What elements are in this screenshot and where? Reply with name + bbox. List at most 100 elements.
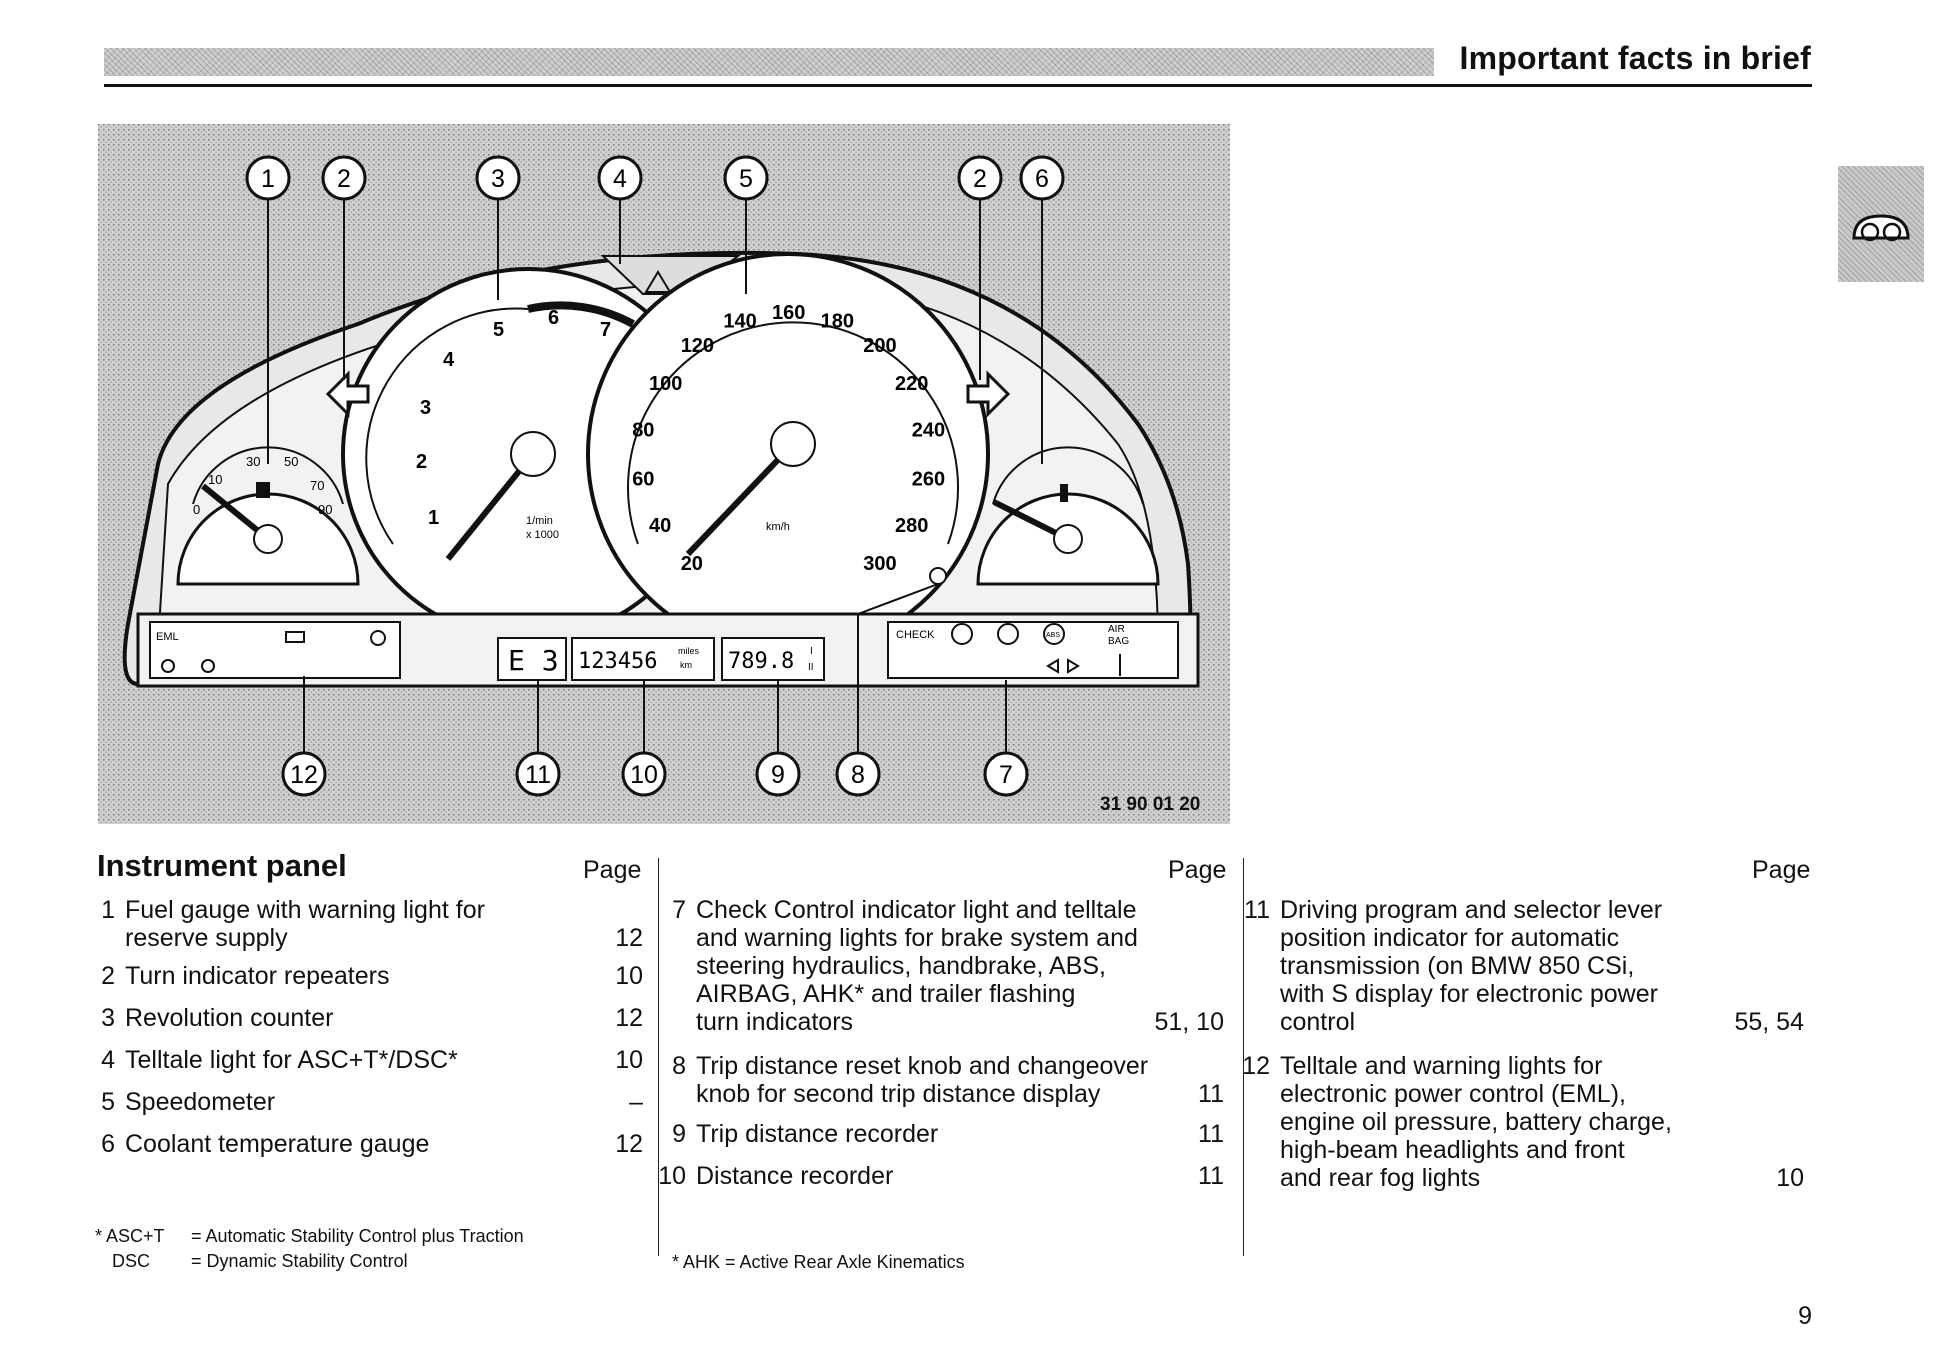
turn-indicator-left-icon xyxy=(325,370,370,418)
callout-circle-0 xyxy=(245,155,291,201)
callout-label-2: 3 xyxy=(491,165,505,193)
trip-reset-knob xyxy=(929,567,947,585)
legend-item-page: 10 xyxy=(1776,1164,1804,1192)
legend-item-text-line: reserve supply xyxy=(125,924,288,952)
brake-warning-icon xyxy=(951,623,973,645)
legend-item-number: 11 xyxy=(1244,896,1270,924)
tach-label-4: 4 xyxy=(443,349,455,371)
odometer-display: 123456 xyxy=(578,649,657,674)
callout-circle-6 xyxy=(1019,155,1065,201)
coolant-temperature-gauge xyxy=(976,446,1160,586)
legend-item-page: 10 xyxy=(615,962,643,990)
legend-item-text-line: Speedometer xyxy=(125,1088,276,1116)
footnote-asc: * ASC+T= Automatic Stability Control plu… xyxy=(95,1224,524,1249)
eml-label: EML xyxy=(156,631,179,643)
high-beam-icon xyxy=(370,630,386,646)
legend-item-number: 4 xyxy=(101,1046,115,1074)
tach-label-6: 6 xyxy=(548,307,559,329)
trip-mark-1: I xyxy=(810,646,813,657)
legend-item-text-line: electronic power control (EML), xyxy=(1280,1080,1626,1108)
speed-label-140: 140 xyxy=(723,311,756,333)
legend-item-page: 12 xyxy=(615,1130,643,1158)
callout-label-12: 7 xyxy=(999,761,1013,789)
legend-item-text-line: turn indicators xyxy=(696,1008,854,1036)
callout-label-9: 10 xyxy=(630,761,658,789)
column-divider-2 xyxy=(1243,858,1244,1256)
legend-item-number: 8 xyxy=(672,1052,686,1080)
speed-label-100: 100 xyxy=(649,373,682,395)
trailer-turn-right-icon xyxy=(1067,658,1080,674)
callout-label-11: 8 xyxy=(851,761,865,789)
fuel-tick-90: 90 xyxy=(318,502,332,517)
callout-label-3: 4 xyxy=(613,165,627,193)
speed-label-220: 220 xyxy=(895,373,928,395)
speed-label-180: 180 xyxy=(821,311,854,333)
instrument-cluster-illustration: 0 10 30 50 70 90 1 2 3 4 5 6 7 1/min x 1… xyxy=(98,124,1230,824)
callout-circle-12 xyxy=(983,751,1029,797)
callout-circle-10 xyxy=(755,751,801,797)
legend-item-text-line: control xyxy=(1280,1008,1356,1036)
turn-indicator-right-icon xyxy=(966,370,1011,418)
page-column-header-2: Page xyxy=(1168,856,1227,884)
page-number: 9 xyxy=(1798,1302,1812,1330)
legend-item-page: 11 xyxy=(1198,1120,1224,1148)
legend-item-text-line: engine oil pressure, battery charge, xyxy=(1280,1108,1672,1136)
tach-unit-line2: x 1000 xyxy=(526,529,559,541)
figure-code: 31 90 01 20 xyxy=(1100,794,1201,815)
callout-label-1: 2 xyxy=(337,165,351,193)
speed-label-20: 20 xyxy=(681,553,703,575)
legend-item-number: 9 xyxy=(672,1120,686,1148)
legend-item-text-line: and warning lights for brake system and xyxy=(696,924,1138,952)
speed-label-260: 260 xyxy=(912,469,945,491)
legend-item-number: 12 xyxy=(1242,1052,1270,1080)
front-fog-icon xyxy=(161,659,175,673)
battery-icon xyxy=(285,631,305,643)
legend-item-text-line: transmission (on BMW 850 CSi, xyxy=(1280,952,1635,980)
speed-label-60: 60 xyxy=(632,469,654,491)
legend-item-text-line: Distance recorder xyxy=(696,1162,894,1190)
legend-item-page: 12 xyxy=(615,1004,643,1032)
speed-label-40: 40 xyxy=(649,515,671,537)
legend-item-page: 12 xyxy=(615,924,643,952)
legend-item-number: 7 xyxy=(672,896,686,924)
speed-label-120: 120 xyxy=(681,335,714,357)
gear-display: E 3 xyxy=(508,644,559,677)
legend-item-text-line: Telltale light for ASC+T*/DSC* xyxy=(125,1046,458,1074)
footnote-value: = Dynamic Stability Control xyxy=(191,1251,408,1271)
speed-label-200: 200 xyxy=(863,335,896,357)
callout-circle-3 xyxy=(597,155,643,201)
footnote-key: * ASC+T xyxy=(95,1226,165,1246)
legend-item-text-line: Check Control indicator light and tellta… xyxy=(696,896,1137,924)
legend-item-page: 51, 10 xyxy=(1154,1008,1224,1036)
left-warning-panel: EML xyxy=(149,621,401,679)
section-title: Instrument panel xyxy=(97,848,347,883)
legend-item-number: 6 xyxy=(101,1130,115,1158)
legend-item-text-line: Telltale and warning lights for xyxy=(1280,1052,1603,1080)
callout-label-6: 6 xyxy=(1035,165,1049,193)
footnote-dsc: DSC= Dynamic Stability Control xyxy=(112,1249,408,1274)
legend-item-page: 11 xyxy=(1198,1080,1224,1108)
callout-circle-7 xyxy=(281,751,327,797)
legend-item-page: – xyxy=(629,1088,643,1116)
legend-item-text-line: Coolant temperature gauge xyxy=(125,1130,430,1158)
page-column-header-1: Page xyxy=(583,856,642,884)
fuel-tick-30: 30 xyxy=(246,454,260,469)
speed-unit: km/h xyxy=(766,521,790,533)
page-header-title: Important facts in brief xyxy=(1459,40,1811,76)
asc-warning-icon xyxy=(644,270,672,293)
tach-label-2: 2 xyxy=(416,451,427,473)
legend-item-number: 2 xyxy=(101,962,115,990)
callout-circle-11 xyxy=(835,751,881,797)
tach-label-3: 3 xyxy=(420,397,431,419)
callout-circle-2 xyxy=(475,155,521,201)
legend-item-number: 3 xyxy=(101,1004,115,1032)
legend-item-text-line: Driving program and selector lever xyxy=(1280,896,1663,924)
coolant-thermometer-icon xyxy=(1060,484,1068,502)
legend-item-number: 5 xyxy=(101,1088,115,1116)
odo-unit-km: km xyxy=(680,660,692,670)
legend-item-text-line: position indicator for automatic xyxy=(1280,924,1620,952)
legend-item-text-line: and rear fog lights xyxy=(1280,1164,1481,1192)
